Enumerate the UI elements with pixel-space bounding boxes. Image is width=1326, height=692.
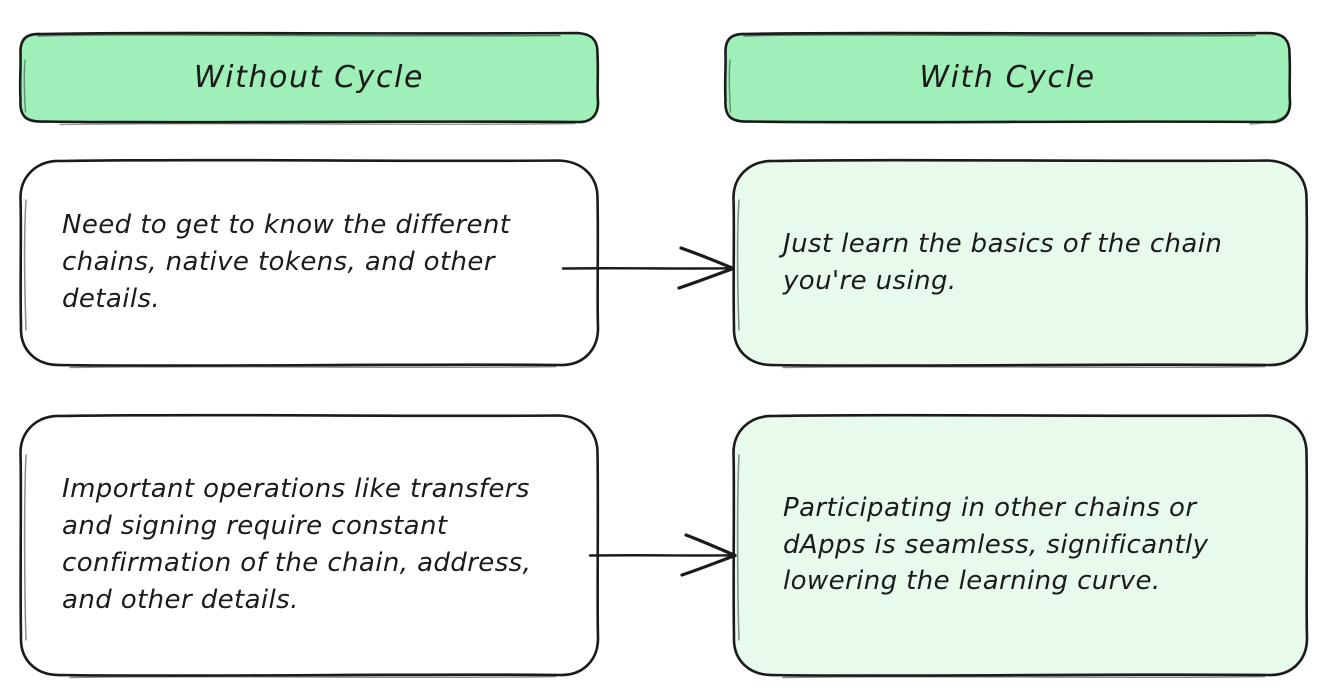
column-header-with-cycle-label: With Cycle (919, 59, 1096, 95)
column-header-with-cycle[interactable]: With Cycle (725, 33, 1290, 123)
arrow-row-2 (588, 533, 737, 577)
card-with-cycle-row-2-text: Participating in other chains or dApps i… (783, 492, 1209, 597)
card-without-cycle-row-1-text: Need to get to know the different chains… (62, 210, 511, 314)
card-with-cycle-row-1-text: Just learn the basics of the chain you'r… (783, 228, 1223, 296)
card-with-cycle-row-2[interactable]: Participating in other chains or dApps i… (733, 415, 1307, 675)
column-header-without-cycle-label: Without Cycle (193, 59, 425, 95)
column-header-without-cycle[interactable]: Without Cycle (20, 33, 598, 123)
card-with-cycle-row-1[interactable]: Just learn the basics of the chain you'r… (733, 160, 1307, 365)
card-without-cycle-row-2[interactable]: Important operations like transfers and … (20, 415, 598, 675)
card-without-cycle-row-1[interactable]: Need to get to know the different chains… (20, 160, 598, 365)
card-without-cycle-row-2-text: Important operations like transfers and … (62, 474, 532, 615)
